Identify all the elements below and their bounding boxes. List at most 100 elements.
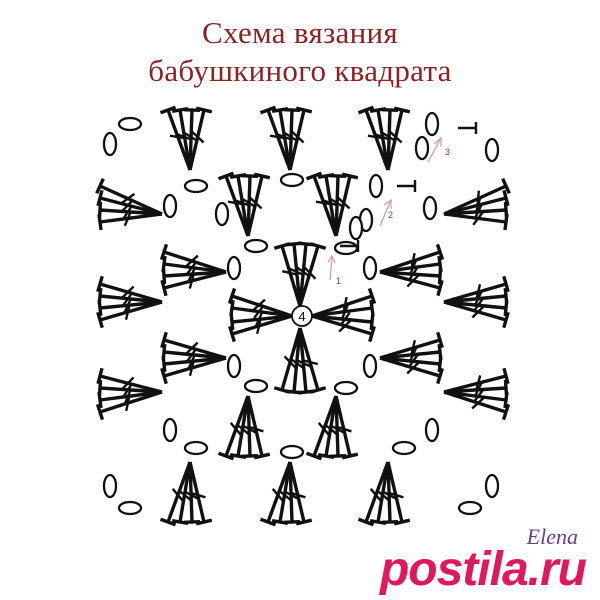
stitch-top-bar bbox=[159, 105, 177, 115]
stitch-top-bar bbox=[502, 311, 510, 329]
stitch-slash bbox=[241, 424, 257, 434]
stitch-post bbox=[379, 270, 441, 278]
stitch-top-bar bbox=[436, 367, 444, 385]
stitch-post bbox=[278, 109, 292, 171]
chain-stitch-oval bbox=[102, 131, 118, 157]
stitch-slash bbox=[289, 357, 304, 369]
chain-stitch-oval bbox=[162, 417, 178, 443]
stitch-slash bbox=[323, 422, 338, 436]
stitch-top-bar bbox=[503, 299, 509, 317]
stitch-slash bbox=[186, 347, 198, 362]
double-crochet-stitch bbox=[386, 461, 411, 526]
stitch-top-bar bbox=[160, 279, 168, 297]
stitch-top-bar bbox=[95, 403, 105, 421]
stitch-slash bbox=[235, 422, 250, 436]
double-crochet-stitch bbox=[95, 178, 163, 216]
round-markers: 1 2 3 bbox=[327, 122, 478, 286]
stitch-top-bar bbox=[502, 275, 510, 293]
stitch-post bbox=[188, 461, 206, 523]
double-crochet-stitch bbox=[298, 327, 327, 394]
stitch-slash bbox=[471, 396, 485, 410]
stitch-layer bbox=[95, 105, 511, 527]
stitch-top-bar bbox=[227, 287, 237, 305]
stitch-top-bar bbox=[309, 386, 327, 394]
stitch-slash bbox=[381, 490, 397, 500]
stitch-post bbox=[298, 243, 308, 307]
double-crochet-stitch bbox=[386, 106, 411, 171]
stitch-post bbox=[324, 175, 338, 237]
stitch-post bbox=[163, 270, 227, 290]
stitch-slash bbox=[338, 319, 352, 333]
stitch-top-bar bbox=[259, 105, 277, 115]
double-crochet-stitch bbox=[96, 300, 163, 329]
stitch-post bbox=[280, 245, 302, 307]
stitch-post bbox=[443, 294, 507, 304]
stitch-post bbox=[163, 356, 227, 378]
stitch-post bbox=[166, 109, 192, 171]
stitch-post bbox=[236, 175, 250, 237]
stitch-top-bar bbox=[259, 517, 277, 527]
stitch-post bbox=[99, 300, 163, 322]
stitch-post bbox=[312, 175, 338, 237]
double-crochet-stitch bbox=[288, 461, 313, 526]
stitch-top-bar bbox=[95, 178, 105, 194]
chain-stitch-oval bbox=[422, 195, 438, 221]
round-label-2: 2 bbox=[388, 210, 393, 220]
stitch-slash bbox=[124, 303, 131, 321]
double-crochet-stitch bbox=[334, 172, 359, 237]
stitch-slash bbox=[340, 303, 350, 320]
stitch-slash bbox=[121, 376, 135, 390]
chain-stitch-oval bbox=[279, 444, 305, 460]
stitch-top-bar bbox=[217, 451, 235, 461]
stitch-slash bbox=[122, 204, 134, 220]
stitch-top-bar bbox=[369, 313, 375, 331]
stitch-slash bbox=[283, 355, 297, 369]
stitch-post bbox=[443, 300, 507, 310]
round-label-1: 1 bbox=[336, 276, 341, 286]
stitch-slash bbox=[185, 254, 199, 268]
stitch-top-bar bbox=[159, 517, 177, 527]
stitch-top-bar bbox=[309, 242, 327, 250]
chain-stitch-oval bbox=[162, 193, 178, 219]
double-crochet-stitch bbox=[229, 311, 293, 331]
stitch-post bbox=[386, 109, 404, 171]
double-crochet-stitch bbox=[188, 106, 213, 171]
stitch-post bbox=[188, 109, 194, 171]
chain-stitch-oval bbox=[226, 255, 242, 281]
double-crochet-stitch bbox=[246, 395, 271, 460]
chain-stitch-oval bbox=[484, 137, 500, 163]
stitch-top-bar bbox=[393, 106, 411, 114]
stitch-post bbox=[298, 245, 320, 307]
stitch-slash bbox=[123, 388, 133, 405]
stitch-post bbox=[443, 282, 507, 304]
stitch-top-bar bbox=[305, 451, 323, 461]
chain-stitch-oval bbox=[391, 440, 417, 456]
stitch-slash bbox=[271, 488, 285, 502]
stitch-top-bar bbox=[253, 172, 271, 180]
stitch-top-bar bbox=[229, 299, 235, 317]
stitch-top-bar bbox=[502, 367, 510, 385]
stitch-post bbox=[379, 262, 441, 274]
stitch-top-bar bbox=[160, 331, 168, 349]
chain-stitch-oval bbox=[333, 380, 359, 396]
stitch-slash bbox=[369, 488, 383, 502]
chain-stitch-oval bbox=[183, 440, 209, 456]
chain-stitch-oval bbox=[424, 417, 440, 443]
arrow-round-1 bbox=[329, 257, 333, 281]
stitch-top-bar bbox=[357, 105, 375, 115]
title-line-1: Схема вязания bbox=[202, 15, 398, 50]
stitch-slash bbox=[120, 192, 136, 205]
watermark: Elena postila.ru bbox=[326, 524, 587, 596]
stitch-post bbox=[246, 175, 264, 237]
double-crochet-stitch bbox=[443, 300, 510, 329]
stitch-slash bbox=[406, 361, 420, 375]
stitch-top-bar bbox=[97, 391, 103, 409]
chain-stitch-oval bbox=[117, 500, 143, 516]
stitch-post bbox=[288, 109, 306, 171]
stitch-slash bbox=[177, 488, 192, 502]
stitch-top-bar bbox=[228, 325, 236, 343]
double-crochet-stitch bbox=[246, 172, 271, 237]
chain-stitch-oval bbox=[348, 215, 364, 241]
stitch-post bbox=[231, 314, 293, 336]
stitch-post bbox=[311, 314, 373, 336]
